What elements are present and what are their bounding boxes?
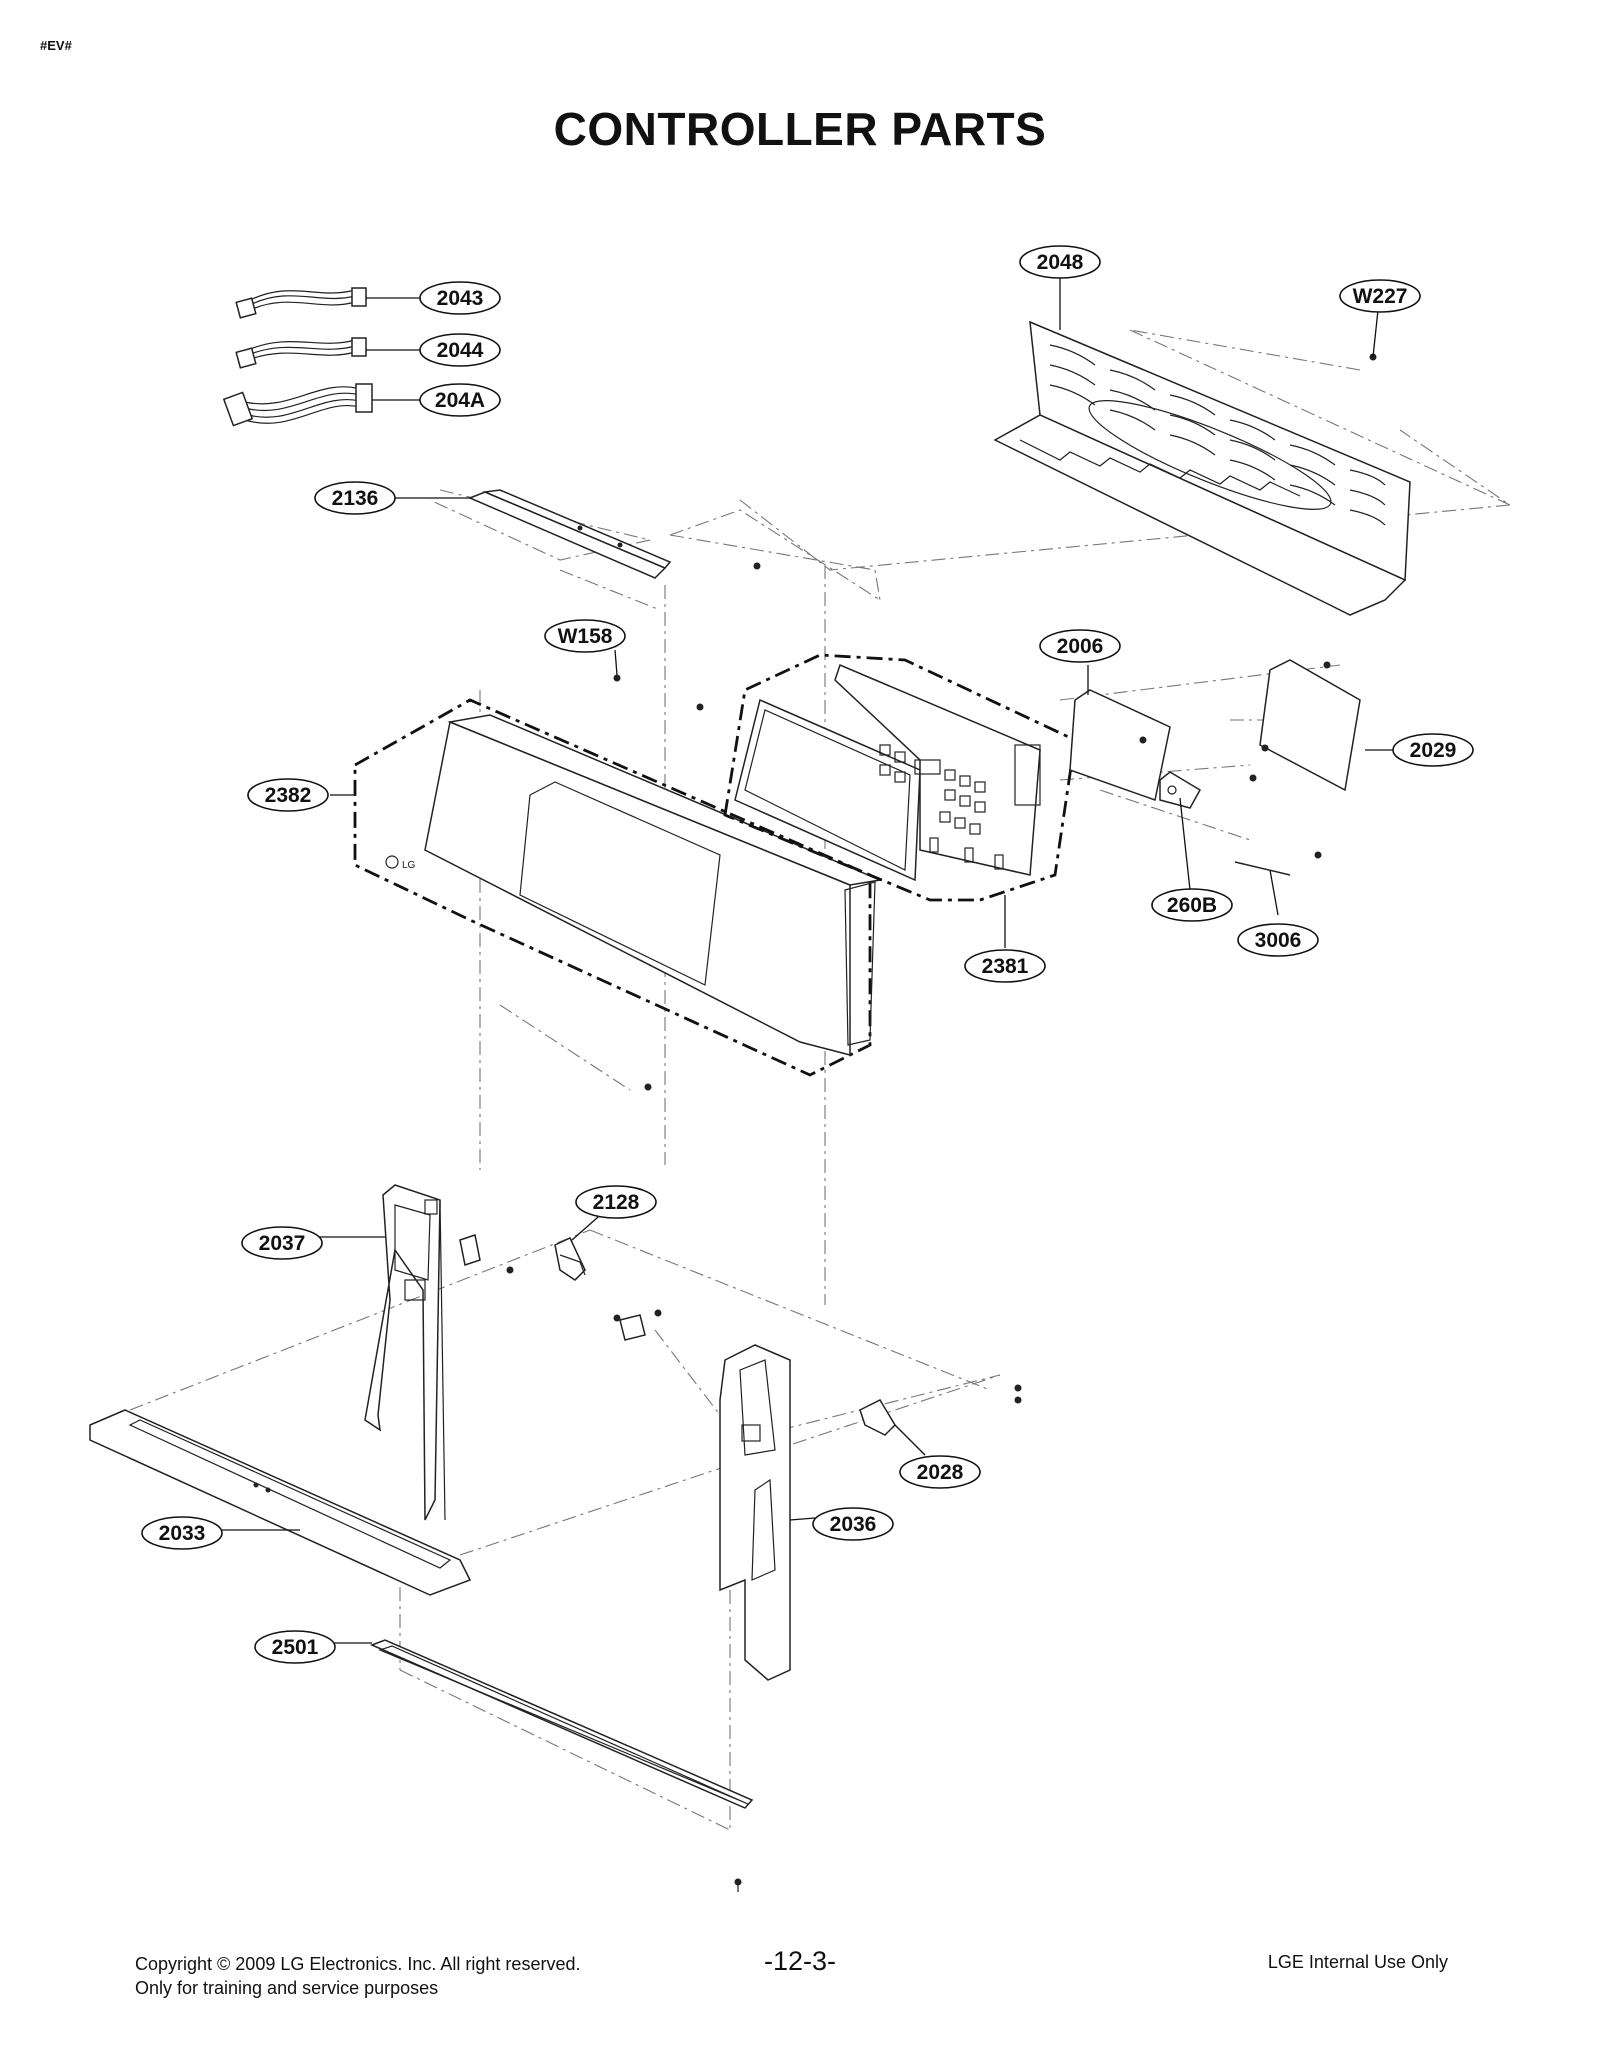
callout-2128: 2128 [575, 1185, 657, 1219]
svg-text:W158: W158 [558, 625, 613, 648]
classification-text: LGE Internal Use Only [1267, 1952, 1448, 1972]
callout-2043: 2043 [419, 281, 501, 315]
vent-panel-2048 [993, 320, 1411, 616]
svg-text:2033: 2033 [159, 1522, 206, 1545]
callout-2006: 2006 [1039, 629, 1121, 663]
svg-text:2044: 2044 [437, 339, 484, 362]
callout-2382: 2382 [247, 778, 329, 812]
document-tag: #EV# [40, 38, 72, 53]
callout-2037: 2037 [241, 1226, 323, 1260]
clip-2128 [554, 1237, 586, 1281]
callout-2028: 2028 [899, 1455, 981, 1489]
wire-harness-2043 [235, 287, 367, 319]
svg-text:2036: 2036 [830, 1513, 877, 1536]
callout-2036: 2036 [812, 1507, 894, 1541]
svg-text:2043: 2043 [437, 287, 484, 310]
footer-copyright-block: Copyright © 2009 LG Electronics. Inc. Al… [135, 1952, 580, 2000]
svg-text:2048: 2048 [1037, 251, 1084, 274]
screw [753, 562, 761, 570]
callout-2044: 2044 [419, 333, 501, 367]
screw-w158 [613, 674, 621, 682]
callout-2029: 2029 [1392, 733, 1474, 767]
callout-2136: 2136 [314, 481, 396, 515]
svg-text:204A: 204A [435, 389, 485, 412]
usage-text: Only for training and service purposes [135, 1978, 439, 1998]
svg-text:260B: 260B [1167, 894, 1217, 917]
svg-text:2128: 2128 [593, 1191, 640, 1214]
svg-text:2136: 2136 [332, 487, 379, 510]
bracket-260B [1159, 771, 1202, 809]
front-panel-assembly-2382: LG [353, 674, 883, 1091]
side-bracket-2037 [364, 1184, 514, 1521]
callout-260B: 260B [1151, 888, 1233, 922]
svg-text:2381: 2381 [982, 955, 1029, 978]
pcb-cover-2006 [1069, 689, 1171, 801]
svg-text:2501: 2501 [272, 1636, 319, 1659]
svg-text:2028: 2028 [917, 1461, 964, 1484]
svg-text:3006: 3006 [1255, 929, 1302, 952]
clip-2028 [859, 1384, 1022, 1436]
callout-3006: 3006 [1237, 923, 1319, 957]
svg-text:2029: 2029 [1410, 739, 1457, 762]
callout-2033: 2033 [141, 1516, 223, 1550]
callout-204A: 204A [419, 383, 501, 417]
leader-lines [222, 278, 1395, 1644]
bracket-2136 [468, 489, 761, 579]
callout-2381: 2381 [964, 949, 1046, 983]
callout-2048: 2048 [1019, 245, 1101, 279]
svg-text:W227: W227 [1353, 285, 1408, 308]
copyright-text: Copyright © 2009 LG Electronics. Inc. Al… [135, 1954, 581, 1974]
wire-harness-2044 [235, 337, 367, 369]
page-title: CONTROLLER PARTS [553, 103, 1047, 155]
callout-2501: 2501 [254, 1630, 336, 1664]
svg-text:2006: 2006 [1057, 635, 1104, 658]
callout-W158: W158 [544, 619, 626, 653]
rod-3006 [1234, 851, 1322, 876]
sheet-2029 [1139, 659, 1361, 792]
svg-text:2037: 2037 [259, 1232, 306, 1255]
page-number: -12-3- [763, 1946, 837, 1976]
wire-harness-204A [222, 383, 373, 427]
callout-W227: W227 [1339, 279, 1421, 313]
side-bracket-2036 [613, 1309, 791, 1681]
frame-2033 [89, 1409, 472, 1596]
controller-assembly-2381 [723, 653, 1077, 902]
svg-text:LG: LG [402, 860, 416, 871]
strip-2501 [370, 1639, 754, 1892]
svg-text:2382: 2382 [265, 784, 312, 807]
